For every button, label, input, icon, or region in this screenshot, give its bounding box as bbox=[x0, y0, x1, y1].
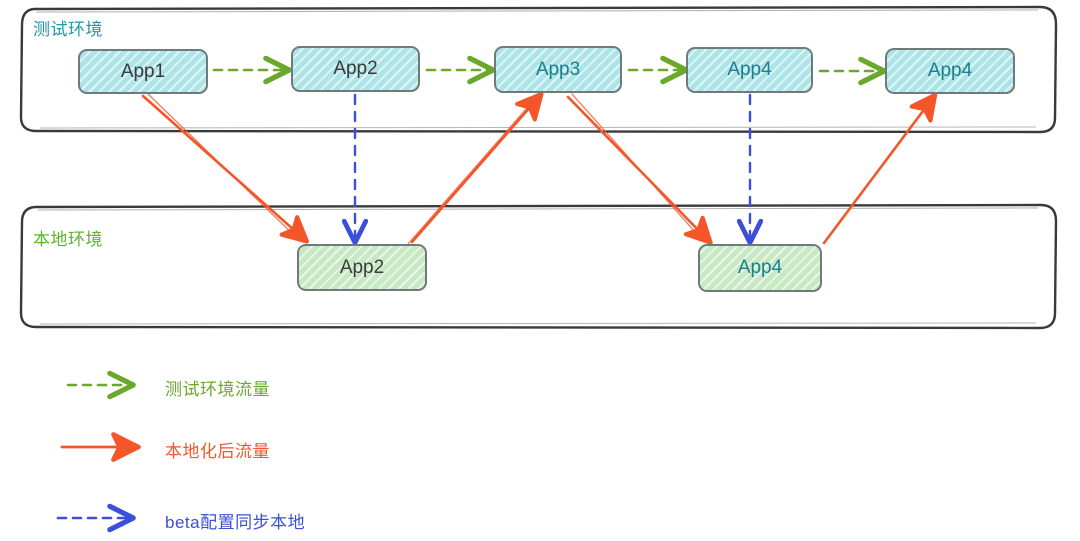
node-label: App4 bbox=[727, 59, 772, 80]
node-label: App3 bbox=[535, 58, 581, 80]
node-label: App2 bbox=[339, 256, 385, 278]
test-traffic-arrows bbox=[212, 55, 887, 86]
arrow-l-app4-t-app4b bbox=[822, 92, 938, 245]
node-label: App4 bbox=[927, 60, 973, 81]
legend-label-beta-sync: beta配置同步本地 bbox=[165, 513, 306, 532]
node-test-app2[interactable]: App2 bbox=[291, 46, 420, 92]
legend-label-local-traffic: 本地化后流量 bbox=[165, 442, 270, 461]
localized-traffic-arrows bbox=[141, 92, 938, 245]
arrow-l-app2-t-app3-b bbox=[407, 99, 535, 245]
node-test-app1[interactable]: App1 bbox=[78, 49, 208, 94]
local-env-container bbox=[19, 203, 1058, 330]
arrow-l-app2-t-app3 bbox=[410, 92, 544, 244]
node-label: App4 bbox=[737, 257, 783, 278]
legend-label-test-traffic: 测试环境流量 bbox=[165, 380, 270, 399]
local-env-label: 本地环境 bbox=[33, 230, 103, 249]
arrow-t-app3-l-app4-b bbox=[571, 93, 705, 243]
node-local-app2[interactable]: App2 bbox=[297, 244, 427, 291]
node-test-app4-b[interactable]: App4 bbox=[885, 48, 1015, 94]
node-label: App2 bbox=[333, 58, 378, 79]
test-env-label: 测试环境 bbox=[33, 20, 103, 39]
node-test-app4-a[interactable]: App4 bbox=[686, 47, 813, 93]
node-test-app3[interactable]: App3 bbox=[494, 46, 622, 93]
legend-marks bbox=[56, 370, 141, 533]
node-label: App1 bbox=[120, 60, 166, 82]
arrow-t-app1-l-app2-b bbox=[146, 92, 301, 242]
beta-sync-arrows bbox=[341, 93, 764, 246]
node-local-app4[interactable]: App4 bbox=[698, 244, 822, 292]
